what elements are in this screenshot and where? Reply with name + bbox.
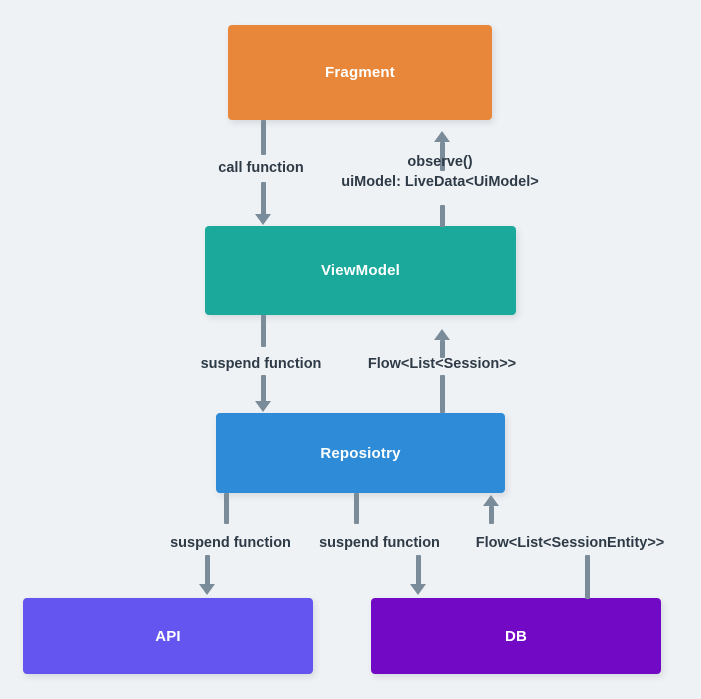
node-db-label: DB (504, 627, 528, 645)
edge-repository-to-api-arrowhead (199, 584, 215, 595)
node-api[interactable]: API (23, 598, 313, 674)
edge-viewmodel-to-repository-arrowhead (255, 401, 271, 412)
node-db[interactable]: DB (371, 598, 661, 674)
node-fragment[interactable]: Fragment (228, 25, 492, 120)
edge-repository-to-api-lower-segment (205, 555, 210, 585)
edge-db-to-repository-lower-segment (585, 555, 590, 599)
edge-viewmodel-to-fragment-arrowhead (434, 131, 450, 142)
edge-observe-label-line1: observe() (407, 154, 473, 170)
edge-repository-to-db-label: suspend function (319, 535, 440, 551)
edge-repository-to-viewmodel-lower-segment (440, 375, 445, 413)
edge-repository-to-viewmodel-arrowhead (434, 329, 450, 340)
edge-viewmodel-to-repository-label: suspend function (200, 356, 322, 372)
edge-repository-to-viewmodel-upper-segment (440, 340, 445, 358)
edge-repository-to-viewmodel-label: Flow<List<Session>> (367, 356, 517, 372)
edge-fragment-to-viewmodel-lower-segment (261, 182, 266, 215)
edge-repository-to-db-arrowhead (410, 584, 426, 595)
edge-viewmodel-to-fragment-label: observe() uiModel: LiveData<UiModel> (322, 152, 558, 192)
edge-repository-to-db-upper-segment (354, 493, 359, 524)
edge-viewmodel-to-repository-upper-segment (261, 315, 266, 347)
node-viewmodel[interactable]: ViewModel (205, 226, 516, 315)
edge-repository-to-api-label: suspend function (170, 535, 291, 551)
edge-viewmodel-to-repository-lower-segment (261, 375, 266, 402)
node-fragment-label: Fragment (325, 64, 395, 81)
edge-fragment-to-viewmodel-arrowhead (255, 214, 271, 225)
node-repository-label: Reposiotry (320, 444, 401, 462)
node-api-label: API (155, 627, 181, 645)
node-repository[interactable]: Reposiotry (216, 413, 505, 493)
edge-db-to-repository-arrowhead (483, 495, 499, 506)
edge-fragment-to-viewmodel-upper-segment (261, 120, 266, 155)
edge-db-to-repository-upper-segment (489, 506, 494, 524)
edge-observe-label-line2: uiModel: LiveData<UiModel> (341, 174, 539, 190)
edge-db-to-repository-label: Flow<List<SessionEntity>> (475, 535, 665, 551)
node-viewmodel-label: ViewModel (320, 262, 401, 279)
edge-fragment-to-viewmodel-label: call function (218, 160, 304, 176)
edge-viewmodel-to-fragment-upper-segment (440, 142, 445, 171)
edge-repository-to-api-upper-segment (224, 493, 229, 524)
edge-viewmodel-to-fragment-lower-segment (440, 205, 445, 227)
edge-repository-to-db-lower-segment (416, 555, 421, 585)
